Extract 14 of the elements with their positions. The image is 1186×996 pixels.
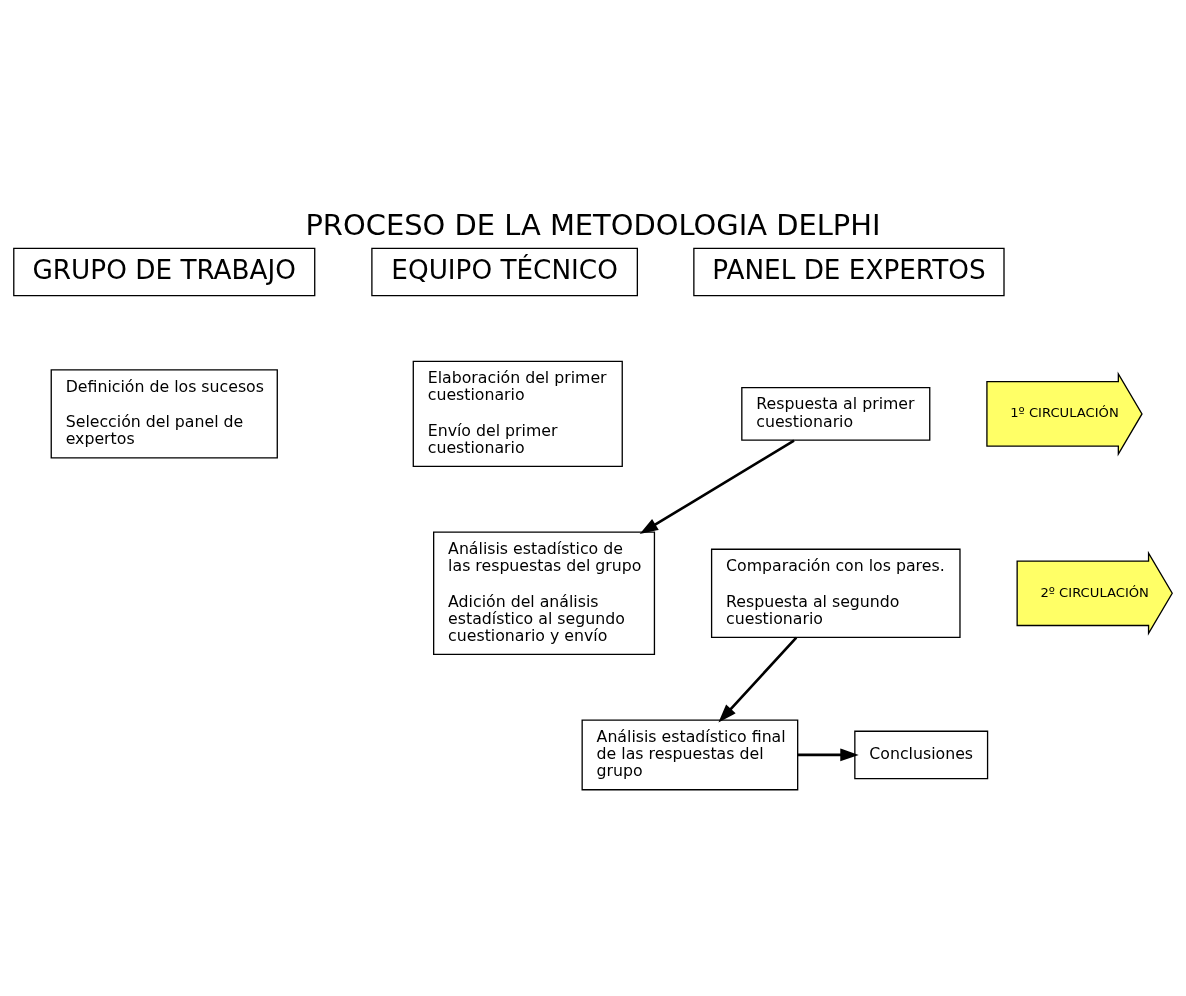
node-box: EQUIPO TÉCNICO [371,247,638,297]
node-box: Comparación con los pares. Respuesta al segundo cuestionario [710,548,961,638]
node-box: Conclusiones [854,730,989,780]
node-box: Análisis estadístico final de las respuestas del grupo [581,719,799,791]
arrow [639,439,795,535]
node-box: Respuesta al primer cuestionario [741,386,931,441]
node-box: Análisis estadístico de las respuestas del grupo Adición del análisis estadístico al segundo cuestionario y envío [433,531,656,656]
node-box: Elaboración del primer cuestionario Envío del primer cuestionario [412,360,623,468]
arrow [718,636,798,723]
arrow [797,748,859,762]
node-box: Definición de los sucesos Selección del panel de expertos [50,369,278,459]
node-box: GRUPO DE TRABAJO [13,247,316,297]
node-box: PANEL DE EXPERTOS [693,247,1005,297]
diagram-title: PROCESO DE LA METODOLOGIA DELPHI [305,207,881,242]
